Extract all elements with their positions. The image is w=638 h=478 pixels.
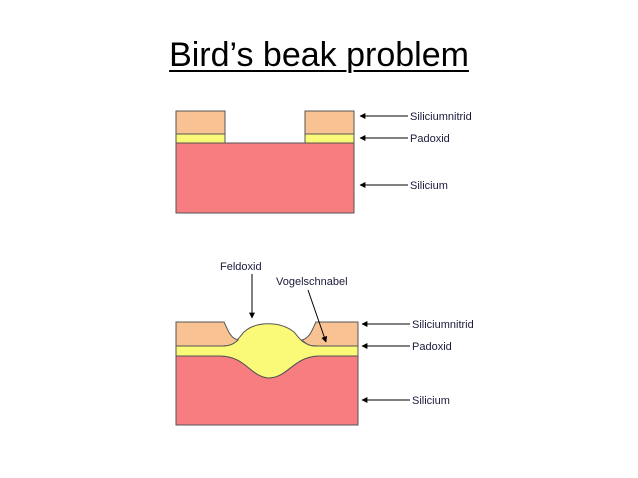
top-nitride-right [304, 110, 355, 135]
bottom-labels: Feldoxid Vogelschnabel Siliciumnitrid Pa… [220, 261, 474, 407]
label-fieldoxide: Feldoxid [220, 261, 262, 273]
label-top-silicon: Silicium [410, 180, 448, 192]
top-silicon-layer [175, 142, 355, 214]
label-birdsbeak: Vogelschnabel [276, 276, 348, 288]
slide-title: Bird’s beak problem [169, 36, 469, 74]
top-labels: Siliciumnitrid Padoxid Silicium [359, 111, 472, 192]
label-bottom-padoxide: Padoxid [412, 341, 452, 353]
label-bottom-nitride: Siliciumnitrid [412, 319, 474, 331]
bottom-nitride-left [175, 321, 239, 347]
top-padoxide-right [304, 133, 355, 144]
top-cross-section [175, 110, 355, 214]
bottom-cross-section [175, 321, 359, 426]
arrow-birdsbeak [307, 289, 328, 343]
bottom-nitride-right [301, 321, 359, 347]
label-bottom-silicon: Silicium [412, 395, 450, 407]
top-padoxide-left [175, 133, 226, 144]
label-top-nitride: Siliciumnitrid [410, 111, 472, 123]
top-nitride-left [175, 110, 226, 135]
label-top-padoxide: Padoxid [410, 133, 450, 145]
